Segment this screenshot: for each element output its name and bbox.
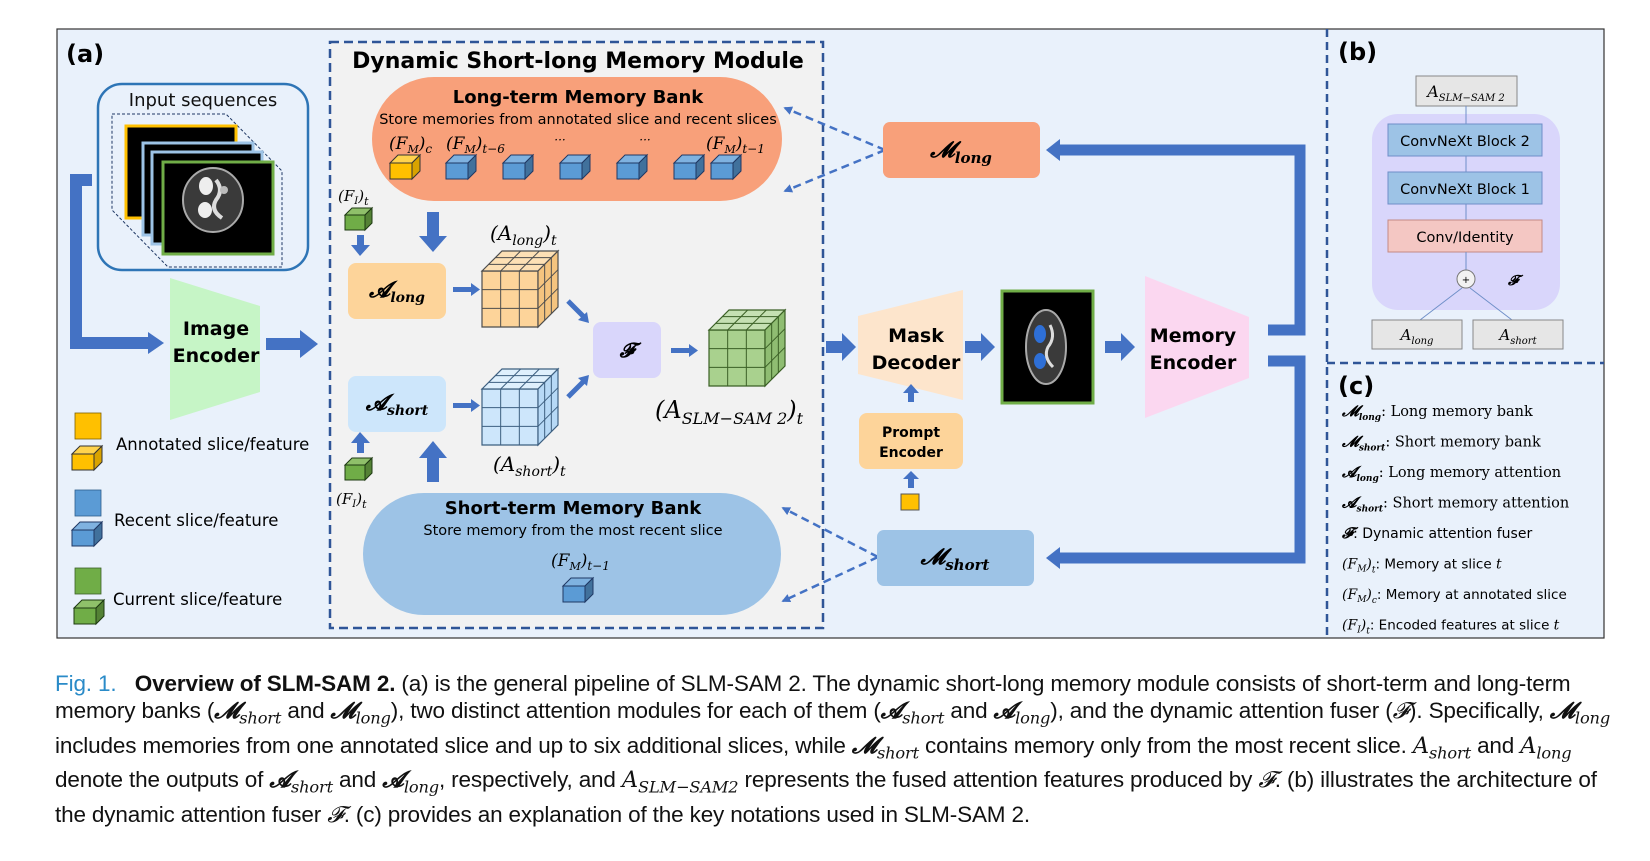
ashort-to-fuser-arrow xyxy=(578,375,589,386)
long-bank-title: Long-term Memory Bank xyxy=(453,87,705,108)
panel-label-a: (a) xyxy=(66,40,104,68)
m-long-box xyxy=(883,122,1040,178)
short-bank-subtitle: Store memory from the most recent slice xyxy=(423,523,722,539)
convnext-block-1 xyxy=(1387,171,1543,205)
bank-to-along-arrow xyxy=(419,236,447,252)
panel-label-c: (c) xyxy=(1338,372,1374,400)
memory-encoder xyxy=(1145,276,1249,418)
long-bank-label-c: (FM)c xyxy=(389,134,432,156)
notation-item: (FI)t: Encoded features at slice t xyxy=(1342,618,1560,637)
ct-scan-image xyxy=(182,167,244,233)
image-encoder xyxy=(170,278,260,420)
dynamic-attention-fuser xyxy=(593,322,661,378)
output-to-memory-encoder-arrow xyxy=(1121,333,1135,361)
current-feature-cube-top xyxy=(343,206,374,232)
fi-label-bottom: (FI)t xyxy=(336,490,367,511)
m-long-to-bank-dashed-arrow-2 xyxy=(783,148,886,193)
mask-decoder-label-2: Decoder xyxy=(872,352,961,374)
legend-label-annotated: Annotated slice/feature xyxy=(116,435,309,454)
notation-item: (FM)c: Memory at annotated slice xyxy=(1342,587,1567,606)
sum-node-plus: + xyxy=(1462,275,1470,286)
input-flow-arrow xyxy=(70,174,150,349)
prompt-encoder-label-2: Encoder xyxy=(879,445,943,461)
m-long-to-bank-dashed-arrow-1 xyxy=(783,106,886,152)
long-bank-cube-recent xyxy=(558,153,592,181)
mask-decoder-to-output-arrow xyxy=(981,333,995,361)
along-to-fuser-arrow xyxy=(578,312,589,323)
figure-diagram: (a) (b) (c) Input sequences Image Encode… xyxy=(56,28,1605,639)
input-sequences: Input sequences xyxy=(96,82,310,272)
long-bank-ellipsis-2: ··· xyxy=(639,133,650,147)
caption-text: (a) is the general pipeline of SLM-SAM 2… xyxy=(55,671,1571,723)
fuser-arch-input-short xyxy=(1472,319,1564,350)
m-short-to-bank-dashed-arrow-2 xyxy=(781,555,879,603)
convnext-block-2-label: ConvNeXt Block 2 xyxy=(1400,134,1530,150)
caption-fig-number: Fig. 1. xyxy=(55,671,117,696)
mask-decoder-label-1: Mask xyxy=(888,325,944,347)
prompt-encoder xyxy=(859,413,963,469)
fi-to-along-arrow xyxy=(351,245,370,256)
image-encoder-label-2: Encoder xyxy=(173,345,260,367)
legend-label-recent: Recent slice/feature xyxy=(114,511,278,530)
image-encoder-label-1: Image xyxy=(183,318,249,340)
prompt-annotation-square xyxy=(900,493,920,511)
long-bank-cube-recent xyxy=(672,153,706,181)
long-bank-ellipsis-1: ··· xyxy=(554,133,565,147)
m-short-box xyxy=(877,530,1034,586)
notation-item: 𝓕: Dynamic attention fuser xyxy=(1341,524,1532,542)
a-long-label: 𝓐long xyxy=(368,277,425,306)
fuser-to-output-arrow xyxy=(689,344,698,357)
segmentation-output-image xyxy=(1000,289,1095,405)
fuser-arch-input-long xyxy=(1371,319,1463,350)
input-sequences-title: Input sequences xyxy=(129,90,277,111)
figure-caption: Fig. 1. Overview of SLM-SAM 2. (a) is th… xyxy=(55,671,1611,828)
memory-encoder-to-m-short-arrow xyxy=(1058,355,1306,564)
prompt-encoder-label-1: Prompt xyxy=(882,425,940,441)
long-bank-subtitle: Store memories from annotated slice and … xyxy=(379,112,777,128)
a-long-output-cube xyxy=(480,249,560,329)
legend-item-current: Current slice/feature xyxy=(72,567,282,626)
memory-module-title: Dynamic Short-long Memory Module xyxy=(352,49,804,74)
caption-title: Overview of SLM-SAM 2. xyxy=(134,671,396,696)
legend-item-recent: Recent slice/feature xyxy=(70,489,278,548)
long-bank-cube-recent xyxy=(615,153,649,181)
long-bank-cube-recent xyxy=(501,153,535,181)
convnext-block-2 xyxy=(1387,123,1543,157)
legend-item-annotated: Annotated slice/feature xyxy=(70,412,309,472)
short-bank-to-ashort-arrow xyxy=(419,441,447,458)
long-bank-cube-recent xyxy=(444,153,478,181)
fused-output-cube xyxy=(707,308,787,388)
legend-label-current: Current slice/feature xyxy=(113,590,282,609)
short-bank-cube xyxy=(561,576,595,604)
long-bank-cube-annotated xyxy=(388,153,422,181)
a-long-output-label: (Along)t xyxy=(490,221,557,249)
a-short-output-cube xyxy=(480,367,560,447)
encoder-to-module-arrow xyxy=(300,330,318,358)
notation-item: 𝓜long: Long memory bank xyxy=(1341,402,1533,423)
mask-decoder xyxy=(858,290,963,400)
convnext-block-1-label: ConvNeXt Block 1 xyxy=(1400,182,1530,198)
long-bank-cube-recent xyxy=(709,153,743,181)
sum-node xyxy=(1456,269,1476,289)
memory-encoder-to-m-long-arrow xyxy=(1058,144,1306,336)
current-feature-cube-bottom xyxy=(343,456,374,482)
notation-item: (FM)t: Memory at slice t xyxy=(1342,557,1502,576)
notation-item: 𝓜short: Short memory bank xyxy=(1341,433,1541,454)
legend: Annotated slice/feature Recent slice/fea… xyxy=(70,412,309,626)
short-term-memory-bank xyxy=(363,493,781,615)
conv-identity-label: Conv/Identity xyxy=(1416,230,1514,246)
fi-label-top: (FI)t xyxy=(338,187,369,208)
m-short-to-bank-dashed-arrow-1 xyxy=(781,506,879,559)
short-bank-title: Short-term Memory Bank xyxy=(445,498,703,519)
module-to-mask-decoder-arrow xyxy=(842,333,856,361)
memory-encoder-label-2: Encoder xyxy=(1150,352,1237,374)
a-long-attention xyxy=(348,263,446,319)
conv-identity-block xyxy=(1387,219,1543,253)
fi-to-ashort-arrow xyxy=(351,432,370,443)
figure-frame xyxy=(56,28,1605,639)
a-short-attention xyxy=(348,376,446,432)
memory-encoder-label-1: Memory xyxy=(1150,325,1237,347)
panel-label-b: (b) xyxy=(1338,38,1377,66)
